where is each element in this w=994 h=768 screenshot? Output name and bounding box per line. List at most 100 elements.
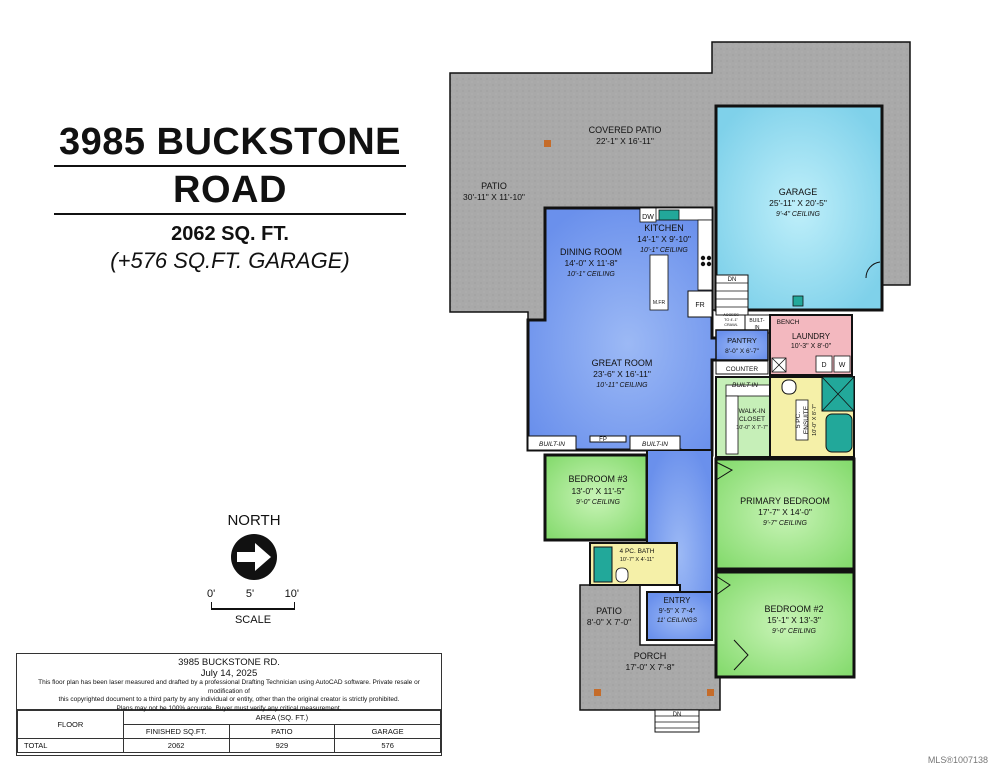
great-room-name: GREAT ROOM xyxy=(592,358,653,368)
builtin-left-label: BUILT-IN xyxy=(539,441,565,448)
ensuite-name-2: ENSUITE xyxy=(803,405,810,434)
stair-down-label: DN xyxy=(728,277,737,283)
fridge-label: FR xyxy=(695,302,704,309)
north-arrow-icon xyxy=(231,534,277,580)
row-total-garage: 576 xyxy=(334,738,441,753)
scale-ruler xyxy=(211,602,295,610)
great-room-ceiling: 10'-11" CEILING xyxy=(596,382,648,389)
builtin-right-label: BUILT-IN xyxy=(642,441,668,448)
patio-small-name: PATIO xyxy=(596,606,622,616)
col-patio: PATIO xyxy=(228,724,336,739)
dining-name: DINING ROOM xyxy=(560,247,622,257)
garage-name: GARAGE xyxy=(779,187,818,197)
bedroom-3 xyxy=(543,453,649,542)
builtin-top-label: BUILT- xyxy=(749,318,765,324)
entry-room xyxy=(646,591,713,641)
scale-label: SCALE xyxy=(234,614,272,626)
garage-dims: 25'-11" X 20'-5" xyxy=(769,198,827,208)
info-address: 3985 BUCKSTONE RD. xyxy=(178,657,280,668)
row-total-patio: 929 xyxy=(228,738,336,753)
bedroom2-name: BEDROOM #2 xyxy=(764,604,823,614)
ensuite-dims: 10'-0" X 8'-7" xyxy=(812,404,818,436)
fireplace-label: FP xyxy=(599,437,607,443)
row-total-finished: 2062 xyxy=(122,738,230,753)
col-finished: FINISHED SQ.FT. xyxy=(122,724,230,739)
finished-sqft: 2062 SQ. FT. xyxy=(171,223,289,245)
bench-label: BENCH xyxy=(777,319,800,326)
dining-ceiling: 10'-1" CEILING xyxy=(567,271,615,278)
bedroom2-ceiling: 9'-0" CEILING xyxy=(772,628,816,635)
north-compass: NORTH xyxy=(214,512,294,587)
bath4-name: 4 PC. BATH xyxy=(620,548,655,555)
title-block: 3985 BUCKSTONE ROAD 2062 SQ. FT. (+576 S… xyxy=(40,120,420,274)
title-rule xyxy=(54,165,406,167)
scale-bar: 0' 5' 10' SCALE xyxy=(203,588,303,626)
primary-name: PRIMARY BEDROOM xyxy=(740,496,830,506)
builtin-bottom-label: IN xyxy=(755,325,760,331)
kitchen-ceiling: 10'-1" CEILING xyxy=(640,247,688,254)
patio-main-dims: 30'-11" X 11'-10" xyxy=(463,192,525,202)
scale-tick-0: 0' xyxy=(207,588,216,600)
area-table: FLOOR AREA (SQ. FT.) FINISHED SQ.FT. PAT… xyxy=(17,710,442,753)
porch-down-label: DN xyxy=(673,712,682,718)
walkin-dims: 10'-0" X 7'-7" xyxy=(736,425,768,431)
patio-small-dims: 8'-0" X 7'-0" xyxy=(587,617,631,627)
porch-dims: 17'-0" X 7'-8" xyxy=(626,662,675,672)
scale-tick-10: 10' xyxy=(284,588,299,600)
covered-patio-name: COVERED PATIO xyxy=(589,125,662,135)
entry-ceiling: 11' CEILINGS xyxy=(657,617,698,624)
pantry-room xyxy=(715,329,769,361)
mls-watermark: MLS®1007138 xyxy=(927,755,988,765)
garage-ceiling: 9'-4" CEILING xyxy=(776,211,820,218)
info-box: 3985 BUCKSTONE RD. July 14, 2025 This fl… xyxy=(16,653,442,756)
title-rule xyxy=(54,213,406,215)
dryer-label: D xyxy=(821,362,826,369)
crawl-label-2: TO 4'-1" xyxy=(724,318,738,322)
kitchen-dims: 14'-1" X 9'-10" xyxy=(637,234,691,244)
primary-dims: 17'-7" X 14'-0" xyxy=(758,507,812,517)
ensuite-name-1: 5 PC. xyxy=(795,412,802,428)
dining-dims: 14'-0" X 11'-8" xyxy=(564,258,617,268)
microwave-label: M.FR xyxy=(653,300,666,306)
covered-patio-dims: 22'-1" X 16'-11" xyxy=(596,136,654,146)
bath4-dims: 10'-7" X 4'-11" xyxy=(620,557,654,563)
walkin-name-1: WALK-IN xyxy=(739,408,766,415)
row-total-label: TOTAL xyxy=(17,738,124,753)
primary-ceiling: 9'-7" CEILING xyxy=(763,520,807,527)
info-disclaimer-1: This floor plan has been laser measured … xyxy=(38,679,420,695)
bedroom-2 xyxy=(714,570,856,679)
pantry-dims: 8'-0" X 6'-7" xyxy=(725,348,760,355)
info-disclaimer-3: Plans may not be 100% accurate. Buyer mu… xyxy=(116,704,342,712)
great-room-dims: 23'-6" X 16'-11" xyxy=(593,369,651,379)
address-line-1: 3985 BUCKSTONE xyxy=(58,121,402,163)
counter-label: COUNTER xyxy=(726,366,758,373)
info-header: 3985 BUCKSTONE RD. July 14, 2025 This fl… xyxy=(17,654,441,712)
address-line-2: ROAD xyxy=(173,169,287,211)
scale-tick-5: 5' xyxy=(245,588,255,600)
patio-main-name: PATIO xyxy=(481,181,507,191)
bedroom3-ceiling: 9'-0" CEILING xyxy=(576,499,620,506)
bedroom3-dims: 13'-0" X 11'-5" xyxy=(571,486,624,496)
primary-bedroom xyxy=(714,457,856,571)
dishwasher-label: DW xyxy=(642,214,654,221)
laundry-dims: 10'-3" X 8'-0" xyxy=(791,343,832,350)
entry-dims: 9'-5" X 7'-4" xyxy=(659,608,696,615)
info-disclaimer-2: this copyrighted document to a third par… xyxy=(58,696,400,703)
bedroom2-dims: 15'-1" X 13'-3" xyxy=(767,615,821,625)
walkin-name-2: CLOSET xyxy=(739,416,765,423)
kitchen-name: KITCHEN xyxy=(644,223,684,233)
washer-label: W xyxy=(839,362,846,369)
crawl-label-3: CRAWL xyxy=(724,323,738,327)
col-floor: FLOOR xyxy=(17,710,124,739)
garage-sqft: (+576 SQ.FT. GARAGE) xyxy=(110,248,350,273)
north-label: NORTH xyxy=(227,512,281,529)
col-garage: GARAGE xyxy=(334,724,441,739)
builtin-closet-label: BUILT-IN xyxy=(732,382,758,389)
porch-name: PORCH xyxy=(634,651,667,661)
crawl-label-1: ACCESS xyxy=(723,313,739,317)
info-date: July 14, 2025 xyxy=(200,667,258,679)
laundry-name: LAUNDRY xyxy=(792,332,831,341)
bedroom3-name: BEDROOM #3 xyxy=(568,474,627,484)
entry-name: ENTRY xyxy=(664,596,692,605)
